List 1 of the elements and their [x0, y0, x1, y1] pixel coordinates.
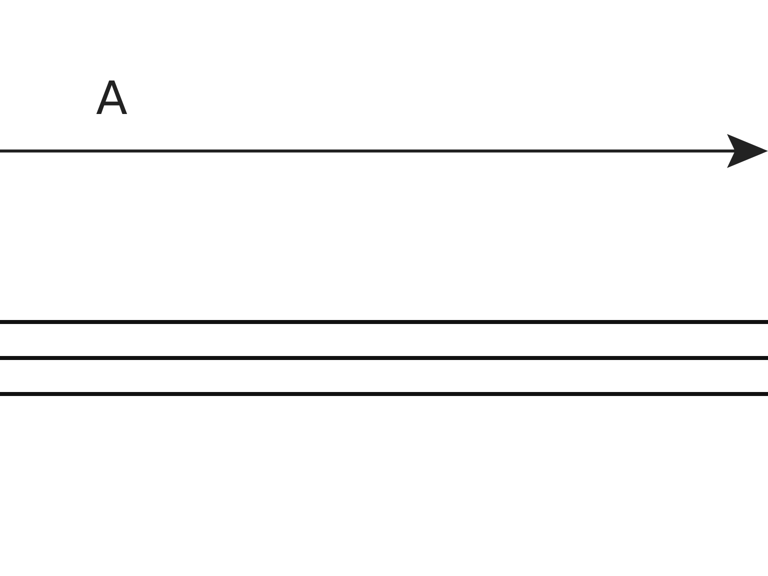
arrow-label: A: [96, 72, 128, 124]
